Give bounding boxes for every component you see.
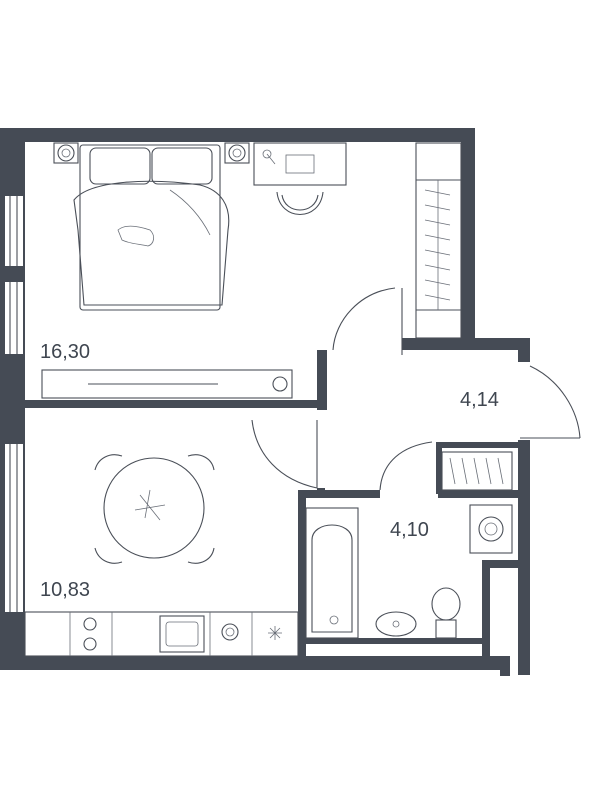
faucet-icon (221, 623, 239, 641)
bedroom-area-label: 16,30 (40, 341, 90, 363)
kitchen-door (251, 419, 318, 489)
bathroom-door (379, 441, 433, 491)
kitchen-sink-icon (159, 615, 205, 653)
desk-chair (276, 191, 324, 215)
kitchen-area-label: 10,83 (40, 579, 90, 601)
dining-table (103, 457, 205, 559)
toilet (431, 587, 461, 639)
kitchen-counter (24, 611, 299, 657)
desk (253, 142, 347, 186)
bathroom-area-label: 4,10 (390, 519, 429, 541)
stove-icon (83, 617, 97, 651)
hall-closet (441, 451, 513, 491)
bathtub (305, 507, 359, 639)
entrance-door (520, 365, 581, 439)
nightstand-fan-right (224, 142, 250, 164)
tv-console (41, 369, 293, 399)
bed (73, 144, 230, 311)
hall-area-label: 4,14 (460, 389, 499, 411)
bedroom-door (332, 287, 403, 355)
plant-icon (268, 626, 282, 640)
windows (5, 196, 23, 612)
dining-chairs (94, 454, 215, 564)
washing-machine (469, 504, 513, 554)
wardrobe (415, 142, 462, 339)
bathroom-sink (375, 611, 417, 637)
nightstand-fan-left (53, 142, 79, 164)
